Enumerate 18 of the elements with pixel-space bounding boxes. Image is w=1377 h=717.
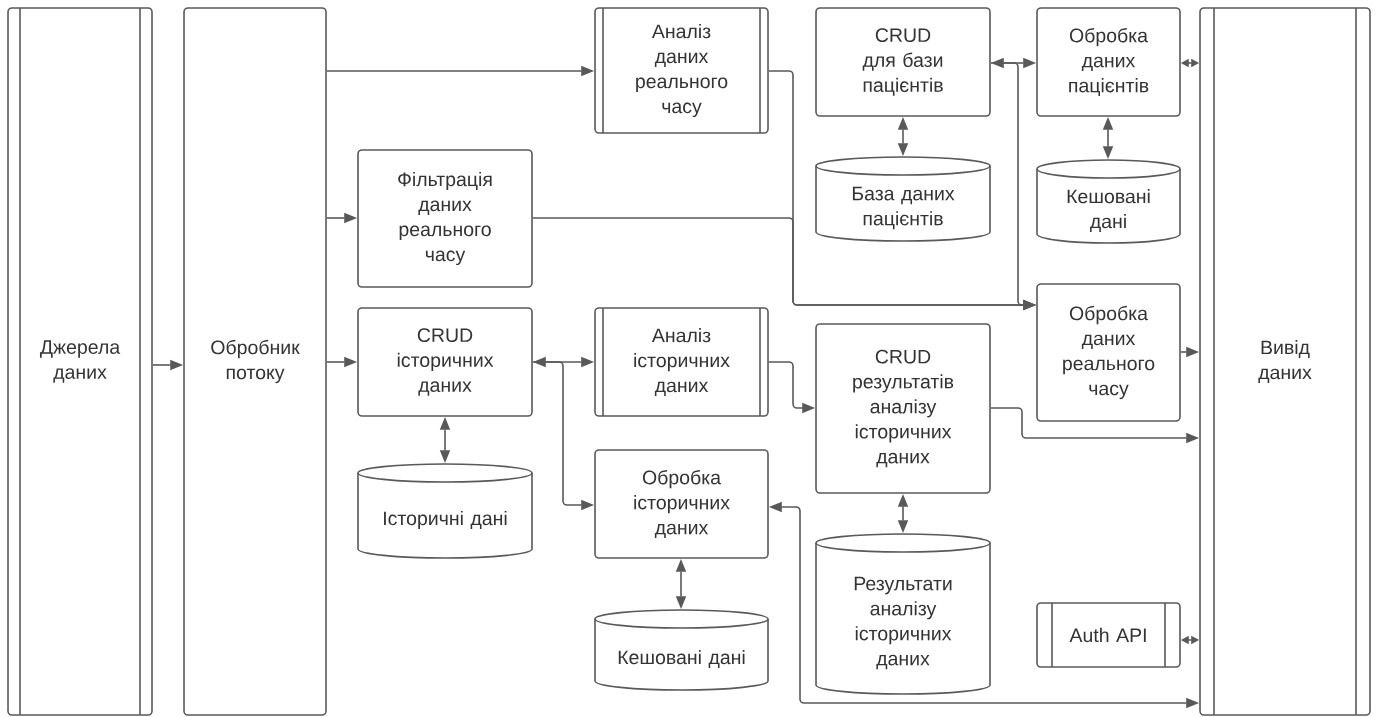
database-cylinder: Результати аналізу історичних даних	[815, 533, 991, 695]
process-box: Обробка даних реального часу	[1036, 283, 1181, 422]
process-box: Обробка даних пацієнтів	[1036, 7, 1181, 117]
process-box: CRUD для бази пацієнтів	[815, 7, 991, 117]
subprocess-box: Джерела даних	[7, 7, 153, 716]
subprocess-box: Вивід даних	[1199, 7, 1371, 716]
database-cylinder: Історичні дані	[357, 463, 533, 559]
database-cylinder: Кешовані дані	[1036, 159, 1181, 244]
process-box: Обробник потоку	[183, 7, 327, 716]
subprocess-box: Аналіз історичних даних	[594, 307, 769, 417]
database-cylinder: Кешовані дані	[594, 609, 769, 691]
process-box: CRUD історичних даних	[357, 307, 533, 417]
database-cylinder: База даних пацієнтів	[815, 156, 991, 242]
process-box: Обробка історичних даних	[594, 449, 769, 559]
subprocess-box: Аналіз даних реального часу	[594, 7, 769, 134]
subprocess-box: Auth API	[1036, 602, 1181, 668]
process-box: Фільтрація даних реального часу	[357, 149, 533, 288]
process-box: CRUD результатів аналізу історичних даних	[815, 323, 991, 494]
